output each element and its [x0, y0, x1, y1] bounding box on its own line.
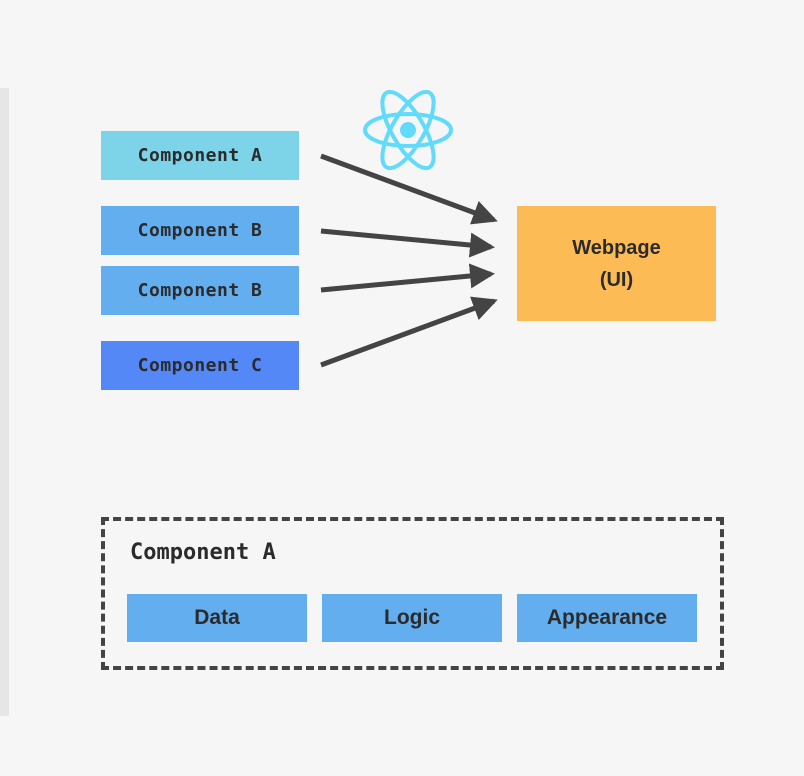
- component-b-box-1: Component B: [101, 206, 299, 255]
- react-nucleus: [400, 122, 416, 138]
- react-orbit-2: [380, 89, 436, 171]
- component-b-box-2: Component B: [101, 266, 299, 315]
- component-a-box: Component A: [101, 131, 299, 180]
- webpage-title: Webpage: [572, 236, 661, 259]
- arrow-a-to-webpage: [320, 153, 498, 225]
- react-orbit-1: [363, 112, 453, 148]
- webpage-ui-box: Webpage (UI): [517, 206, 716, 321]
- component-c-box: Component C: [101, 341, 299, 390]
- webpage-subtitle: (UI): [599, 268, 634, 291]
- arrow-b1-to-webpage: [320, 228, 495, 258]
- left-sidebar-strip: [0, 88, 9, 716]
- part-appearance: Appearance: [517, 594, 697, 642]
- part-logic: Logic: [322, 594, 502, 642]
- group-title: Component A: [130, 540, 276, 565]
- react-logo-icon: [363, 89, 453, 171]
- component-a-detail-group: [101, 517, 724, 670]
- react-orbit-3: [380, 89, 436, 171]
- arrow-b2-to-webpage: [320, 263, 495, 293]
- arrow-c-to-webpage: [320, 296, 498, 368]
- part-data: Data: [127, 594, 307, 642]
